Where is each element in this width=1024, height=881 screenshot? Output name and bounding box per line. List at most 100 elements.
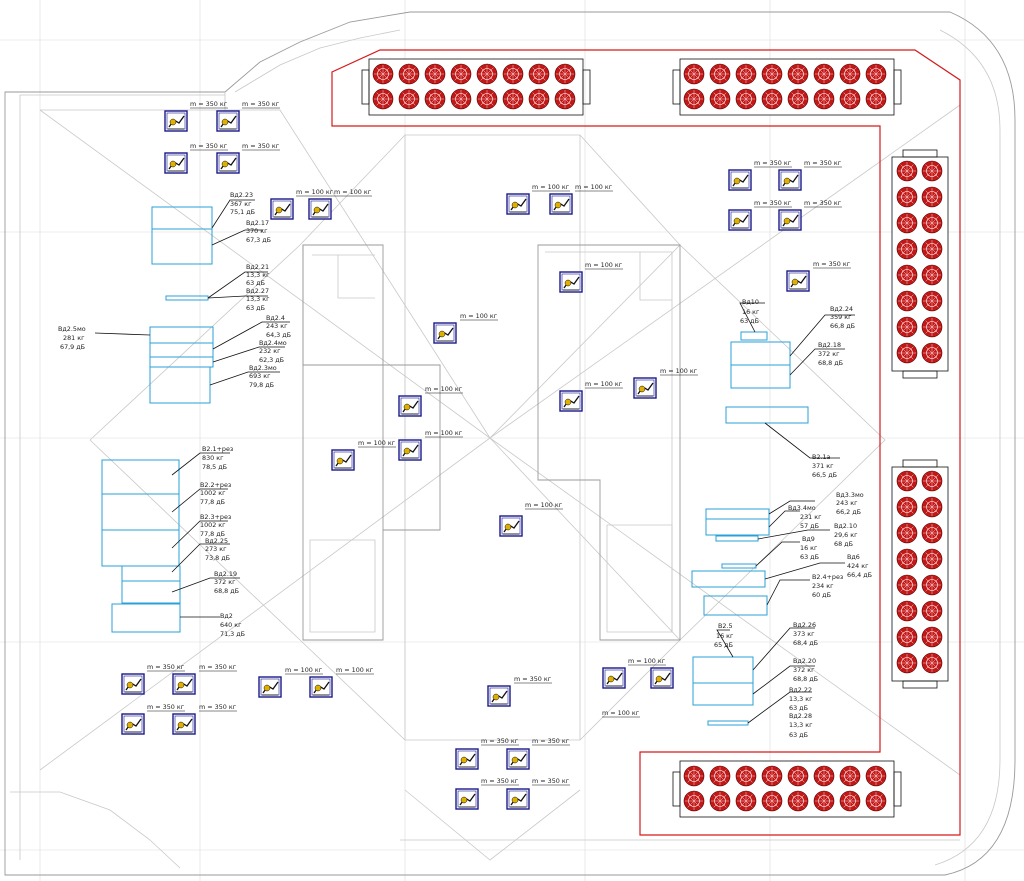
fan-unit-icon bbox=[728, 209, 752, 231]
label-v2-3rez-level: 77,8 дБ bbox=[200, 530, 225, 538]
label-v2-4rez-name: В2.4+рез bbox=[812, 573, 844, 581]
mass-label: m = 100 кг bbox=[585, 380, 623, 388]
label-vd2-mass: 640 кг bbox=[220, 621, 242, 629]
mass-label: m = 350 кг bbox=[481, 777, 519, 785]
fan-units bbox=[121, 110, 810, 810]
fan-unit-icon bbox=[650, 667, 674, 689]
fan-unit-icon bbox=[506, 748, 530, 770]
label-vd2-18-name: Вд2.18 bbox=[818, 341, 841, 349]
label-vd2-24-name: Вд2.24 bbox=[830, 305, 853, 313]
fan-unit-icon bbox=[398, 395, 422, 417]
left-leaders bbox=[94, 199, 290, 618]
mass-label: m = 100 кг bbox=[460, 312, 498, 320]
fan-unit-icon bbox=[270, 198, 294, 220]
mass-label: m = 350 кг bbox=[804, 159, 842, 167]
label-vd2-28-name: Вд2.28 bbox=[789, 712, 812, 720]
label-v2-3rez-name: В2.3+рез bbox=[200, 513, 232, 521]
fan-unit-icon bbox=[559, 390, 583, 412]
label-v2-2rez-mass: 1002 кг bbox=[200, 489, 226, 497]
mass-label: m = 100 кг bbox=[660, 367, 698, 375]
unit-vd9 bbox=[721, 563, 757, 569]
label-vd2-21-level: 63 дБ bbox=[246, 279, 265, 287]
label-vd2-level: 71,3 дБ bbox=[220, 630, 245, 638]
chiller-bottom bbox=[672, 760, 902, 818]
label-vd2-28-level: 63 дБ bbox=[789, 731, 808, 739]
mass-label: m = 100 кг bbox=[525, 501, 563, 509]
unit-v2-1rez bbox=[101, 459, 180, 495]
fan-unit-icon bbox=[308, 198, 332, 220]
label-vd2-26-name: Вд2.26 bbox=[793, 621, 816, 629]
mass-label: m = 100 кг bbox=[628, 657, 666, 665]
label-vd2-25-name: Вд2.25 bbox=[205, 537, 228, 545]
fan-unit-icon bbox=[455, 788, 479, 810]
unit-v2-2rez bbox=[101, 493, 180, 531]
label-vd2-21-name: Вд2.21 bbox=[246, 263, 269, 271]
unit-vd2-18 bbox=[730, 364, 791, 389]
label-vd2-21-mass: 13,3 кг bbox=[246, 271, 270, 279]
label-vd2-4-mass: 243 кг bbox=[266, 322, 288, 330]
label-v2-1a-level: 66,5 дБ bbox=[812, 471, 837, 479]
label-vd2-27-name: Вд2.27 bbox=[246, 287, 269, 295]
unit-v2-3rez bbox=[101, 529, 180, 567]
mass-label: m = 100 кг bbox=[334, 188, 372, 196]
fan-unit-icon bbox=[549, 193, 573, 215]
unit-v2-1a bbox=[725, 406, 809, 424]
mass-label: m = 350 кг bbox=[754, 159, 792, 167]
fan-unit-icon bbox=[455, 748, 479, 770]
fan-unit-icon bbox=[216, 152, 240, 174]
fan-unit-icon bbox=[164, 110, 188, 132]
label-v2-2rez-name: В2.2+рез bbox=[200, 481, 232, 489]
label-v2-4rez-level: 60 дБ bbox=[812, 591, 831, 599]
left-equipment bbox=[101, 206, 214, 633]
label-vd2-17-level: 67,3 дБ bbox=[246, 236, 271, 244]
label-v2-1rez-name: В2.1+рез bbox=[202, 445, 234, 453]
label-vd2-5mo-name: Вд2.5мо bbox=[58, 325, 86, 333]
fan-unit-icon bbox=[506, 788, 530, 810]
mass-label: m = 350 кг bbox=[481, 737, 519, 745]
fan-unit-icon bbox=[778, 169, 802, 191]
mass-label: m = 350 кг bbox=[514, 675, 552, 683]
label-vd2-3mo-mass: 693 кг bbox=[249, 372, 271, 380]
label-v2-5-name: В2.5 bbox=[718, 622, 733, 630]
label-vd2-4-name: Вд2.4 bbox=[266, 314, 285, 322]
fan-unit-icon bbox=[778, 209, 802, 231]
unit-vd2 bbox=[111, 603, 181, 633]
fan-unit-icon bbox=[164, 152, 188, 174]
label-vd2-20-name: Вд2.20 bbox=[793, 657, 816, 665]
fan-unit-icon bbox=[258, 676, 282, 698]
label-vd2-3mo-name: Вд2.3мо bbox=[249, 364, 277, 372]
roof-slopes bbox=[39, 104, 961, 861]
fan-unit-icon bbox=[487, 685, 511, 707]
label-vd2-4mo-mass: 232 кг bbox=[259, 347, 281, 355]
right-text-labels: Вд10 16 кг 63 дБ Вд2.24 359 кг 66,8 дБ В… bbox=[714, 298, 872, 739]
label-v2-1a-mass: 371 кг bbox=[812, 462, 834, 470]
mass-label: m = 350 кг bbox=[532, 737, 570, 745]
label-vd6-name: Вд6 bbox=[847, 553, 860, 561]
unit-vd2-25 bbox=[121, 565, 181, 582]
label-vd2-3mo-level: 79,8 дБ bbox=[249, 381, 274, 389]
fan-unit-icon bbox=[559, 271, 583, 293]
label-vd2-19-level: 68,8 дБ bbox=[214, 587, 239, 595]
label-vd3-3mo-name: Вд3.3мо bbox=[836, 491, 864, 499]
unit-vd2-10 bbox=[715, 535, 759, 542]
unit-vd2-24 bbox=[730, 341, 791, 366]
label-vd2-5mo-mass: 281 кг bbox=[63, 334, 85, 342]
label-vd10-level: 63 дБ bbox=[740, 317, 759, 325]
unit-vd2-3mo bbox=[149, 366, 211, 404]
label-vd9-mass: 16 кг bbox=[800, 544, 818, 552]
mass-label: m = 350 кг bbox=[199, 663, 237, 671]
mass-label: m = 100 кг bbox=[575, 183, 613, 191]
mass-label: m = 350 кг bbox=[804, 199, 842, 207]
label-vd2-4mo-level: 62,3 дБ bbox=[259, 356, 284, 364]
mass-label: m = 350 кг bbox=[813, 260, 851, 268]
label-vd2-27-mass: 13,3 кг bbox=[246, 295, 270, 303]
mass-label: m = 350 кг bbox=[190, 100, 228, 108]
label-vd9-name: Вд9 bbox=[802, 535, 815, 543]
label-vd2-20-mass: 372 кг bbox=[793, 666, 815, 674]
unit-vd2-20 bbox=[692, 682, 754, 706]
label-vd2-24-mass: 359 кг bbox=[830, 313, 852, 321]
mass-label: m = 350 кг bbox=[199, 703, 237, 711]
label-vd2-27-level: 63 дБ bbox=[246, 304, 265, 312]
roof-boundary-outline bbox=[331, 49, 961, 836]
